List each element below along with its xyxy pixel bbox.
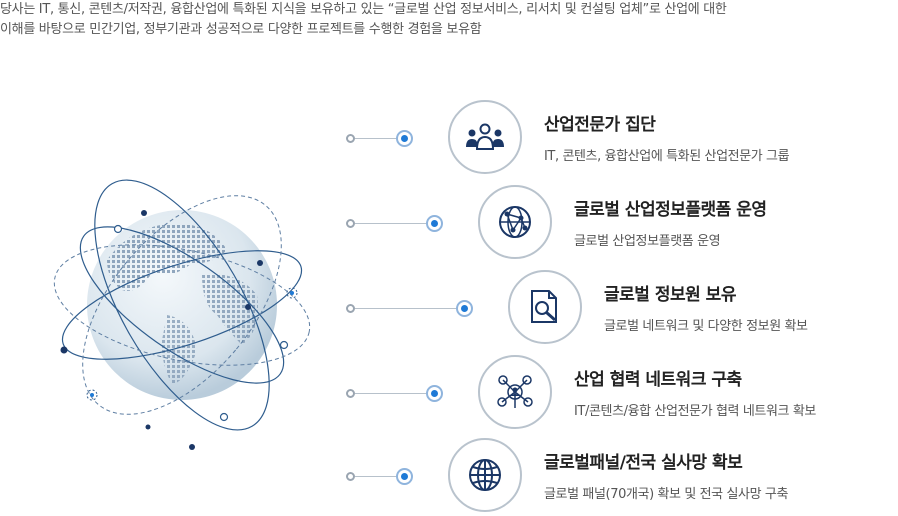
- connector-start-dot: [346, 134, 355, 143]
- connector-end-dot: [456, 300, 473, 317]
- feature-row-5: 글로벌패널/전국 실사망 확보 글로벌 패널(70개국) 확보 및 전국 실사망…: [0, 438, 898, 516]
- connector-start-dot: [346, 304, 355, 313]
- connector-end-dot: [426, 215, 443, 232]
- intro-line-2: 이해를 바탕으로 민간기업, 정부기관과 성공적으로 다양한 프로젝트를 수행한…: [0, 22, 482, 37]
- feature-desc: 글로벌 네트워크 및 다양한 정보원 확보: [604, 319, 808, 334]
- connector-end-dot: [396, 468, 413, 485]
- feature-desc: 글로벌 패널(70개국) 확보 및 전국 실사망 구축: [544, 487, 788, 502]
- people-group-icon: [448, 100, 522, 174]
- network-people-icon: [478, 355, 552, 429]
- intro-line-1: 당사는 IT, 통신, 콘텐츠/저작권, 융합산업에 특화된 지식을 보유하고 …: [0, 2, 727, 17]
- connector-end-dot: [426, 385, 443, 402]
- connector-line: [355, 308, 458, 309]
- feature-row-1: 산업전문가 집단 IT, 콘텐츠, 융합산업에 특화된 산업전문가 그룹: [0, 100, 898, 178]
- connector-line: [355, 476, 398, 477]
- connector-line: [355, 138, 398, 139]
- globe-illustration: [53, 179, 311, 450]
- connector-start-dot: [346, 219, 355, 228]
- feature-desc: 글로벌 산업정보플랫폼 운영: [574, 234, 721, 249]
- feature-row-2: 글로벌 산업정보플랫폼 운영 글로벌 산업정보플랫폼 운영: [0, 185, 898, 263]
- intro-text: 당사는 IT, 통신, 콘텐츠/저작권, 융합산업에 특화된 지식을 보유하고 …: [0, 0, 890, 40]
- globe-icon: [448, 438, 522, 512]
- feature-title: 글로벌패널/전국 실사망 확보: [544, 453, 743, 473]
- feature-row-3: 글로벌 정보원 보유 글로벌 네트워크 및 다양한 정보원 확보: [0, 270, 898, 348]
- document-search-icon: [508, 270, 582, 344]
- feature-title: 글로벌 정보원 보유: [604, 285, 736, 305]
- feature-desc: IT/콘텐츠/융합 산업전문가 협력 네트워크 확보: [574, 404, 816, 419]
- feature-title: 산업 협력 네트워크 구축: [574, 370, 742, 390]
- connector-line: [355, 223, 428, 224]
- feature-title: 산업전문가 집단: [544, 115, 656, 135]
- connector-line: [355, 393, 428, 394]
- feature-row-4: 산업 협력 네트워크 구축 IT/콘텐츠/융합 산업전문가 협력 네트워크 확보: [0, 355, 898, 433]
- connector-start-dot: [346, 472, 355, 481]
- feature-title: 글로벌 산업정보플랫폼 운영: [574, 200, 767, 220]
- connector-end-dot: [396, 130, 413, 147]
- connector-start-dot: [346, 389, 355, 398]
- global-network-icon: [478, 185, 552, 259]
- feature-desc: IT, 콘텐츠, 융합산업에 특화된 산업전문가 그룹: [544, 149, 790, 164]
